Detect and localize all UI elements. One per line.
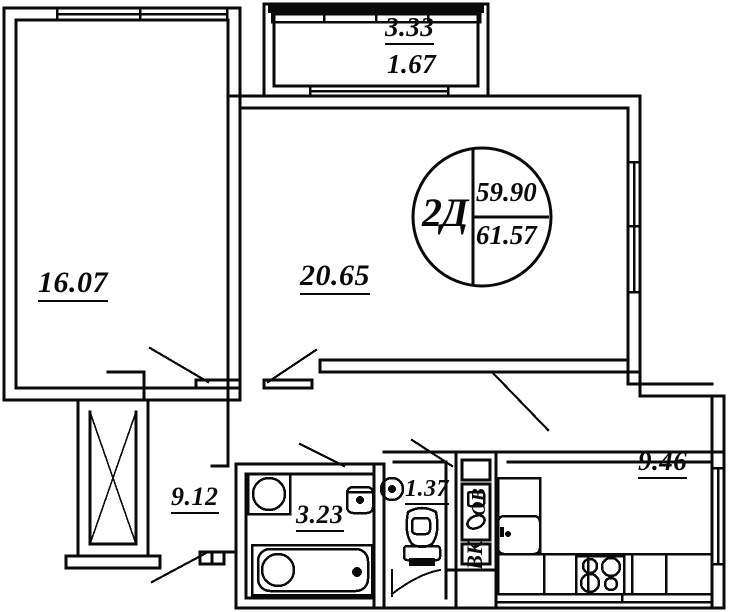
wall-main-room-top bbox=[226, 94, 642, 110]
bathroom-sink bbox=[345, 485, 375, 515]
area-label-balcony-reduced: 1.67 bbox=[387, 49, 437, 79]
shaft-ov-glyphs bbox=[466, 490, 486, 530]
wall-left-lower bbox=[2, 6, 146, 402]
wc-marker-circle bbox=[379, 476, 405, 502]
hall-door-jamb bbox=[198, 550, 226, 566]
area-label-wc: 1.37 bbox=[405, 477, 449, 505]
wall-bath-wc bbox=[372, 462, 386, 610]
balcony-railing-fill bbox=[268, 4, 484, 13]
area-label-kitchen: 9.46 bbox=[638, 448, 688, 479]
badge-area-living: 59.90 bbox=[476, 177, 537, 207]
badge-circle-icon bbox=[411, 146, 553, 288]
loggia-cross-hatch bbox=[88, 410, 138, 546]
area-label-living-room-left: 16.07 bbox=[38, 268, 108, 302]
wc-door-swing bbox=[390, 568, 442, 597]
balcony-railing-lines bbox=[270, 10, 482, 24]
shaft-lower-outline bbox=[444, 568, 498, 610]
window-kitchen-right bbox=[710, 466, 726, 566]
area-label-hall: 9.12 bbox=[171, 484, 219, 514]
toilet-fixture bbox=[402, 506, 442, 566]
badge-area-total: 61.57 bbox=[476, 220, 537, 250]
wall-connector-top bbox=[226, 94, 266, 110]
area-label-balcony-upper: 3.33 bbox=[385, 14, 435, 45]
wall-main-room-bottom bbox=[318, 358, 642, 374]
door-opening-left-room bbox=[194, 378, 314, 390]
washing-machine-fixture bbox=[246, 472, 292, 516]
window-main-room-right bbox=[626, 160, 642, 294]
kitchen-tall-unit bbox=[496, 476, 542, 556]
loggia-base-wall bbox=[64, 554, 162, 570]
area-label-bathroom: 3.23 bbox=[296, 502, 344, 532]
window-left-room-top bbox=[55, 6, 229, 22]
bathtub-fixture bbox=[250, 543, 374, 597]
wall-left-room bbox=[2, 6, 242, 402]
apartment-type-badge: 2Д 59.90 61.57 bbox=[411, 146, 553, 288]
wall-bathroom bbox=[234, 462, 386, 610]
shaft-label-vk: ВК bbox=[461, 540, 487, 570]
leader-lines bbox=[148, 346, 550, 584]
kitchen-cooktop bbox=[574, 554, 626, 596]
area-label-living-room-main: 20.65 bbox=[300, 261, 370, 295]
wall-kitchen-upper bbox=[626, 358, 726, 398]
badge-type-code: 2Д bbox=[422, 190, 468, 235]
shaft-label-ov: ОВ bbox=[467, 488, 490, 516]
